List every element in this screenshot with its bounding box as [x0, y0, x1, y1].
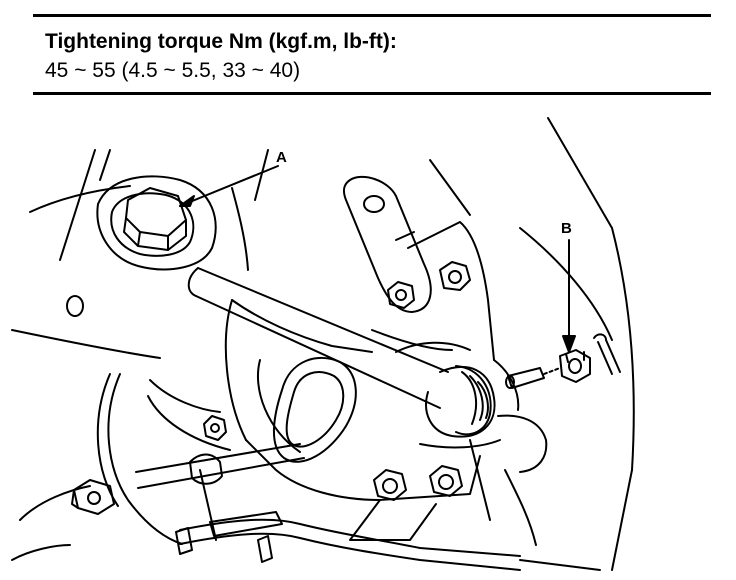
- torque-spec-value: 45 ~ 55 (4.5 ~ 5.5, 33 ~ 40): [45, 59, 301, 82]
- spindle-pin: [505, 367, 561, 389]
- arm-plate: [147, 299, 481, 541]
- knuckle-housing: [371, 221, 548, 521]
- brake-hose: [96, 373, 521, 571]
- callout-b: [562, 239, 576, 353]
- torque-spec-title: Tightening torque Nm (kgf.m, lb-ft):: [45, 30, 397, 53]
- arm-small-bolt: [203, 415, 227, 441]
- lower-left-bolt: [71, 479, 115, 515]
- callout-b-arrowhead: [562, 335, 576, 353]
- cotter-pin: [593, 333, 621, 375]
- torque-spec-box: Tightening torque Nm (kgf.m, lb-ft): 45 …: [33, 14, 711, 96]
- arm-bushing: [425, 365, 496, 438]
- body-hole: [66, 295, 84, 317]
- arm-oval-slot: [272, 356, 357, 463]
- callout-a-arrowhead: [179, 195, 195, 207]
- lower-bolts: [373, 465, 463, 501]
- bracket-bolts: [387, 261, 471, 309]
- body-outline: [11, 117, 635, 571]
- castle-nut: [559, 349, 591, 383]
- upper-mount-bolt: [96, 175, 217, 271]
- callout-a-leader: [179, 165, 279, 207]
- upper-bracket: [342, 175, 432, 313]
- callout-a-label: A: [276, 149, 287, 166]
- spec-top-rule: [33, 14, 711, 17]
- spec-bottom-rule: [33, 92, 711, 95]
- callout-b-label: B: [561, 220, 572, 237]
- control-arm-rod: [187, 267, 449, 409]
- callout-a: [179, 165, 279, 207]
- hose-clip: [175, 511, 283, 563]
